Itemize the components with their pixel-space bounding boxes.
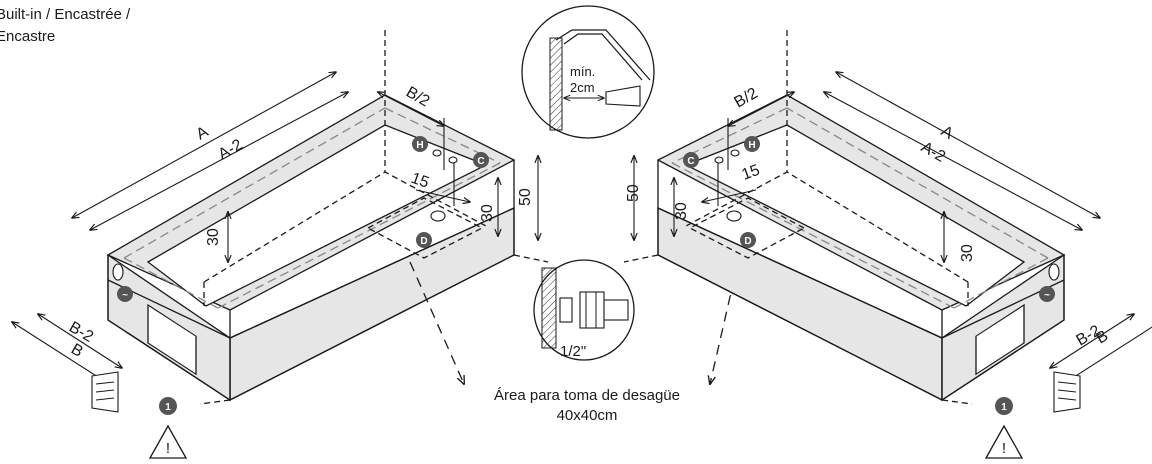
left-badge-1: 1 <box>165 402 171 413</box>
left-badges: H C D 1 ~ <box>117 136 489 415</box>
right-grille <box>1053 371 1081 413</box>
caption-line-2: Encastre <box>0 28 56 45</box>
right-label-30b: 30 <box>673 202 690 220</box>
right-tray <box>623 30 1066 405</box>
left-dimensions <box>12 72 538 386</box>
right-badge-h: H <box>748 140 755 151</box>
right-label-a: A <box>938 123 956 143</box>
right-label-b-half: B/2 <box>732 85 761 112</box>
left-badge-tilde: ~ <box>122 290 128 301</box>
left-label-30b: 30 <box>479 204 496 222</box>
left-warning-icon <box>148 424 188 459</box>
right-warning-symbol: ! <box>1002 440 1006 457</box>
left-label-a-minus-2: A-2 <box>216 136 246 163</box>
left-label-b-minus-2: B-2 <box>66 319 96 346</box>
left-tray <box>106 30 549 405</box>
detail-fitting <box>533 259 635 361</box>
detail-top <box>521 5 655 139</box>
caption: Built-in / Encastrée / Encastre <box>0 4 130 48</box>
right-holes <box>714 149 1060 281</box>
detail-top-line-1: mín. <box>570 64 595 79</box>
left-side-cutout <box>147 303 197 376</box>
left-label-15: 15 <box>409 170 432 192</box>
left-warning-symbol: ! <box>166 440 170 457</box>
drain-note-line-2: 40x40cm <box>557 407 618 424</box>
right-badges: H C D 1 ~ <box>687 140 1050 413</box>
right-label-15: 15 <box>740 162 763 184</box>
left-grille <box>91 371 119 413</box>
right-label-30a: 30 <box>959 244 976 262</box>
caption-line-1: Built-in / Encastrée / <box>0 6 131 23</box>
left-badge-d: D <box>420 236 427 247</box>
right-warning-icon <box>984 424 1024 459</box>
right-badge-1: 1 <box>1001 402 1007 413</box>
left-badge-c: C <box>477 156 484 167</box>
right-badge-d: D <box>744 236 751 247</box>
right-label-a-minus-2: A-2 <box>918 139 948 166</box>
right-badge-c: C <box>687 156 694 167</box>
left-label-30a: 30 <box>205 228 222 246</box>
left-label-a: A <box>194 123 212 143</box>
drain-note-line-1: Área para toma de desagüe <box>494 387 680 404</box>
detail-top-line-2: 2cm <box>570 80 595 95</box>
left-badge-h: H <box>416 140 423 151</box>
left-holes <box>112 149 458 281</box>
left-label-50: 50 <box>517 188 534 206</box>
left-label-b: B <box>68 341 86 361</box>
right-badge-tilde: ~ <box>1044 290 1050 301</box>
detail-fitting-label: 1/2" <box>560 343 586 360</box>
right-label-50: 50 <box>625 184 642 202</box>
